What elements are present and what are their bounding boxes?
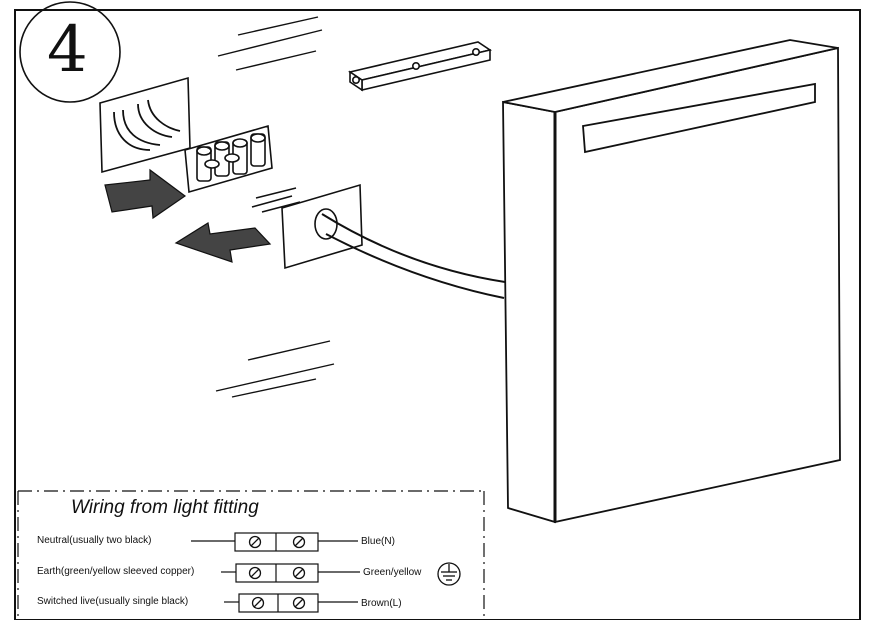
page-frame — [14, 9, 861, 620]
arrow-towards — [174, 222, 272, 263]
wiring-panel-frame — [17, 490, 485, 618]
wall-junction-box — [99, 76, 191, 174]
wiring-label-brown: Brown(L) — [361, 598, 402, 609]
wiring-label-earth: Earth(green/yellow sleeved copper) — [37, 566, 195, 577]
screw-terminal-icon — [248, 535, 306, 610]
wiring-label-switched-live: Switched live(usually single black) — [37, 596, 189, 607]
fitting-plate-cable — [251, 183, 506, 299]
mirror-cabinet — [502, 39, 841, 524]
arrow-away — [104, 168, 187, 220]
motion-lines-top — [217, 16, 323, 71]
terminal-block — [184, 124, 273, 194]
wiring-label-green-yellow: Green/yellow — [363, 567, 422, 578]
wiring-terminal-blocks — [234, 532, 319, 613]
wiring-label-neutral: Neutral(usually two black) — [37, 535, 152, 546]
earth-ground-icon — [437, 562, 461, 586]
motion-lines-bottom — [215, 340, 335, 398]
wiring-label-blue: Blue(N) — [361, 536, 395, 547]
step-number: 4 — [47, 13, 88, 87]
wiring-panel-title: Wiring from light fitting — [71, 497, 259, 518]
step-circle — [19, 1, 121, 103]
mounting-bracket — [348, 41, 492, 92]
wiring-lines — [191, 540, 360, 603]
